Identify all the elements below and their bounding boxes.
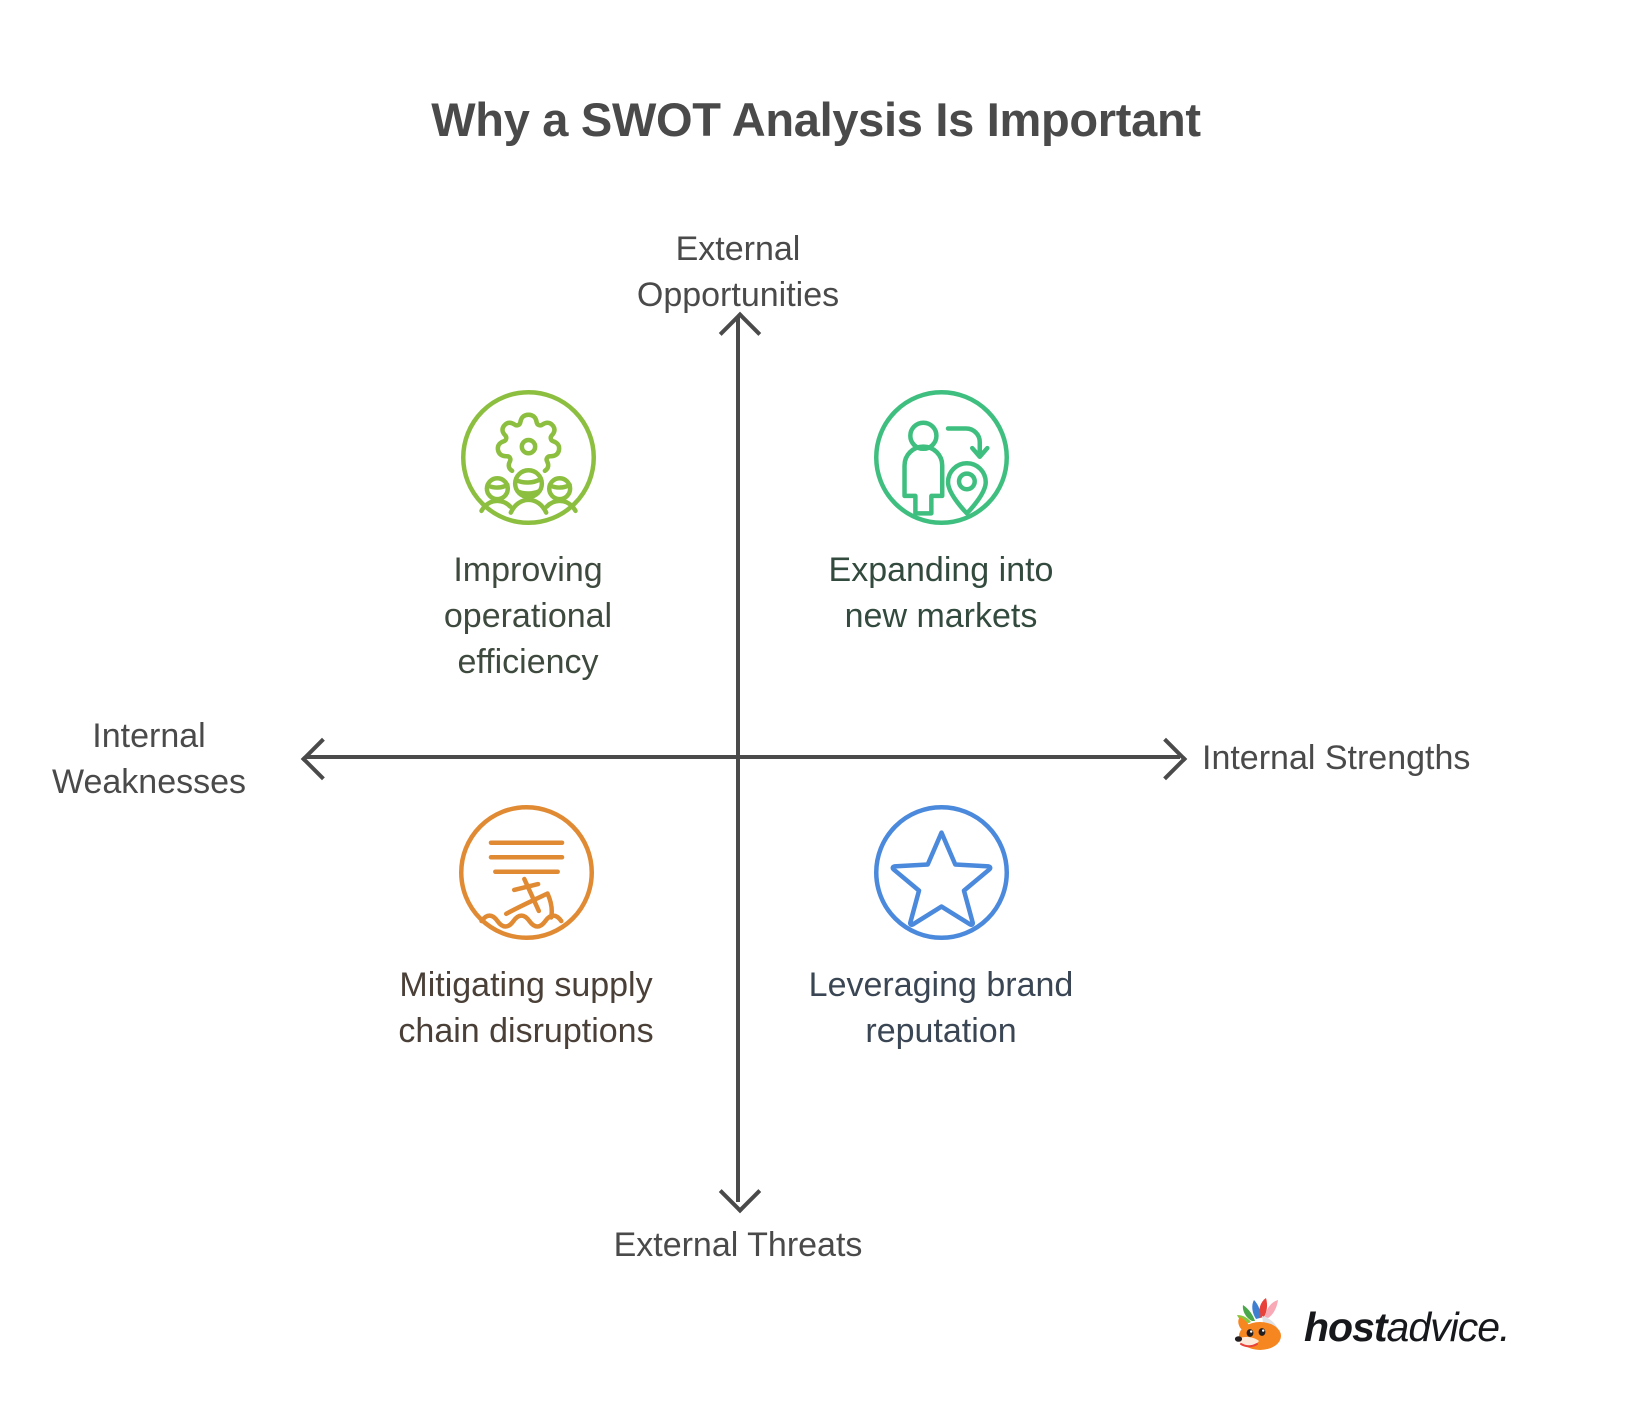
vertical-axis — [736, 316, 740, 1202]
quadrant-label-line2: new markets — [844, 597, 1038, 635]
axis-label-bottom: External Threats — [613, 1226, 863, 1264]
page-title: Why a SWOT Analysis Is Important — [431, 93, 1201, 146]
person-location-pin-icon — [869, 385, 1014, 530]
axis-label-right: Internal Strengths — [1202, 739, 1471, 777]
quadrant-mitigating-supply-chain-disruptions: Mitigating supply chain disruptions — [361, 800, 691, 1054]
logo-wordmark: hostadvice. — [1304, 1304, 1511, 1351]
star-icon — [869, 800, 1014, 945]
quadrant-label-line1: Expanding into — [828, 551, 1054, 589]
quadrant-label-line1: Mitigating supply — [399, 966, 653, 1004]
quadrant-label-line2: operational — [443, 597, 613, 635]
quadrant-label: Leveraging brand reputation — [776, 962, 1106, 1054]
quadrant-label: Expanding into new markets — [776, 547, 1106, 639]
arrow-left-icon — [300, 737, 344, 781]
axis-label-left-line1: Internal — [92, 717, 206, 755]
logo-host-text: host — [1304, 1304, 1388, 1350]
axis-label-top-line2: Opportunities — [636, 276, 840, 314]
sinking-ship-icon — [454, 800, 599, 945]
quadrant-label-line3: efficiency — [457, 643, 599, 681]
quadrant-leveraging-brand-reputation: Leveraging brand reputation — [776, 800, 1106, 1054]
quadrant-label-line2: chain disruptions — [398, 1012, 654, 1050]
hostadvice-logo[interactable]: hostadvice. — [1232, 1296, 1511, 1359]
quadrant-label-line2: reputation — [865, 1012, 1017, 1050]
quadrant-label: Mitigating supply chain disruptions — [346, 962, 706, 1054]
logo-advice-text: advice. — [1386, 1304, 1511, 1350]
quadrant-improving-operational-efficiency: Improving operational efficiency — [363, 385, 693, 685]
arrow-up-icon — [718, 311, 762, 355]
arrow-right-icon — [1144, 737, 1188, 781]
quadrant-label: Improving operational efficiency — [363, 547, 693, 685]
horizontal-axis — [305, 755, 1180, 759]
axis-label-top: External Opportunities — [538, 226, 938, 318]
gear-people-icon — [456, 385, 601, 530]
arrow-down-icon — [718, 1170, 762, 1214]
quadrant-expanding-into-new-markets: Expanding into new markets — [776, 385, 1106, 639]
axis-label-left: Internal Weaknesses — [18, 713, 280, 805]
fox-mascot-icon — [1232, 1296, 1298, 1359]
axis-label-left-line2: Weaknesses — [51, 763, 247, 801]
quadrant-label-line1: Improving — [453, 551, 603, 589]
axis-label-top-line1: External — [675, 230, 801, 268]
quadrant-label-line1: Leveraging brand — [808, 966, 1074, 1004]
